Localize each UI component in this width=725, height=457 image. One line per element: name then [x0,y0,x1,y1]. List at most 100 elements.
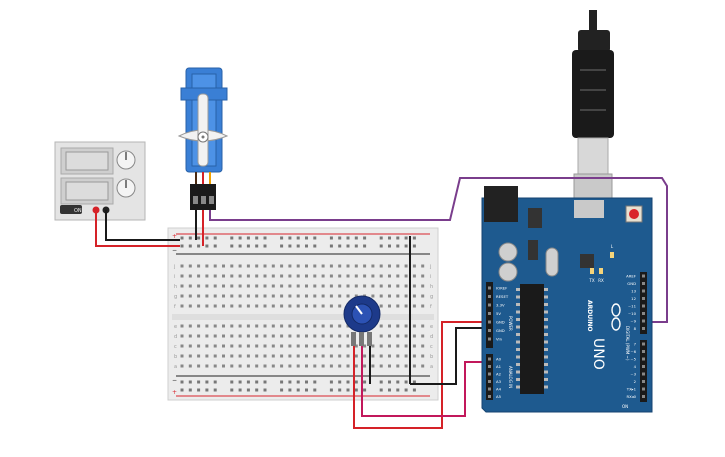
terminal-hole[interactable] [197,324,201,328]
terminal-hole[interactable] [246,284,250,288]
rail-hole[interactable] [388,236,391,240]
terminal-hole[interactable] [205,344,209,348]
terminal-hole[interactable] [371,264,375,268]
rail-hole[interactable] [379,236,383,240]
terminal-hole[interactable] [363,344,367,348]
terminal-hole[interactable] [388,364,391,368]
terminal-hole[interactable] [213,264,217,268]
terminal-hole[interactable] [296,274,300,278]
terminal-hole[interactable] [379,344,383,348]
terminal-hole[interactable] [213,324,217,328]
terminal-hole[interactable] [396,294,400,298]
terminal-hole[interactable] [213,284,217,288]
header-pin[interactable] [488,295,491,298]
rail-hole[interactable] [238,388,242,392]
terminal-hole[interactable] [255,334,259,338]
terminal-hole[interactable] [421,334,425,338]
terminal-hole[interactable] [246,294,250,298]
terminal-hole[interactable] [188,264,192,268]
terminal-hole[interactable] [197,354,201,358]
terminal-hole[interactable] [296,334,300,338]
header-pin[interactable] [642,372,645,376]
terminal-hole[interactable] [296,344,300,348]
terminal-hole[interactable] [197,294,201,298]
terminal-hole[interactable] [421,344,425,348]
terminal-hole[interactable] [222,334,225,338]
rail-hole[interactable] [255,380,259,384]
terminal-hole[interactable] [222,364,225,368]
rail-hole[interactable] [379,244,383,248]
rail-hole[interactable] [388,244,391,248]
terminal-hole[interactable] [421,264,425,268]
terminal-hole[interactable] [188,284,192,288]
header-pin[interactable] [642,327,645,330]
terminal-hole[interactable] [205,334,209,338]
header-pin[interactable] [488,365,491,368]
wire-pot-5v[interactable] [353,321,486,429]
rail-hole[interactable] [280,244,284,248]
power-supply[interactable]: ON [54,141,146,221]
terminal-hole[interactable] [363,354,367,358]
rail-hole[interactable] [354,380,358,384]
terminal-hole[interactable] [412,284,416,288]
rail-hole[interactable] [238,236,242,240]
header-pin[interactable] [642,342,645,346]
power-switch[interactable] [60,205,82,214]
terminal-hole[interactable] [346,334,350,338]
rail-hole[interactable] [213,244,217,248]
header-pin[interactable] [642,395,645,398]
terminal-hole[interactable] [238,324,242,328]
terminal-hole[interactable] [313,264,317,268]
terminal-hole[interactable] [246,334,250,338]
terminal-hole[interactable] [338,304,342,308]
terminal-hole[interactable] [305,274,308,278]
terminal-hole[interactable] [421,364,425,368]
header-pin[interactable] [488,312,491,315]
rail-hole[interactable] [255,236,259,240]
terminal-hole[interactable] [313,294,317,298]
terminal-hole[interactable] [296,284,300,288]
terminal-hole[interactable] [271,304,275,308]
terminal-hole[interactable] [313,304,317,308]
terminal-hole[interactable] [263,354,267,358]
terminal-hole[interactable] [321,264,325,268]
terminal-hole[interactable] [321,304,325,308]
terminal-hole[interactable] [263,344,267,348]
rail-hole[interactable] [305,380,308,384]
terminal-hole[interactable] [346,364,350,368]
terminal-hole[interactable] [404,364,408,368]
terminal-hole[interactable] [388,294,391,298]
header-pin[interactable] [642,274,645,278]
terminal-hole[interactable] [354,294,358,298]
terminal-hole[interactable] [404,334,408,338]
terminal-hole[interactable] [246,324,250,328]
rail-hole[interactable] [288,244,292,248]
terminal-hole[interactable] [338,354,342,358]
terminal-hole[interactable] [280,304,284,308]
terminal-hole[interactable] [238,334,242,338]
terminal-hole[interactable] [246,354,250,358]
rail-hole[interactable] [396,388,400,392]
rail-hole[interactable] [296,236,300,240]
potentiometer[interactable] [343,295,381,346]
rail-hole[interactable] [363,236,367,240]
terminal-hole[interactable] [288,274,292,278]
rail-hole[interactable] [346,244,350,248]
terminal-hole[interactable] [379,324,383,328]
terminal-hole[interactable] [288,284,292,288]
rail-hole[interactable] [280,388,284,392]
rail-hole[interactable] [246,244,250,248]
arduino-uno[interactable]: TX RX L ARDUINO UNO POWER ANALOG IN DIGI… [481,186,653,413]
terminal-hole[interactable] [246,264,250,268]
terminal-hole[interactable] [396,304,400,308]
terminal-hole[interactable] [305,334,308,338]
rail-hole[interactable] [396,244,400,248]
terminal-hole[interactable] [263,364,267,368]
rail-hole[interactable] [188,388,192,392]
terminal-hole[interactable] [338,284,342,288]
terminal-hole[interactable] [329,324,333,328]
rail-hole[interactable] [205,380,209,384]
rail-hole[interactable] [404,380,408,384]
rail-hole[interactable] [197,244,201,248]
terminal-hole[interactable] [313,364,317,368]
